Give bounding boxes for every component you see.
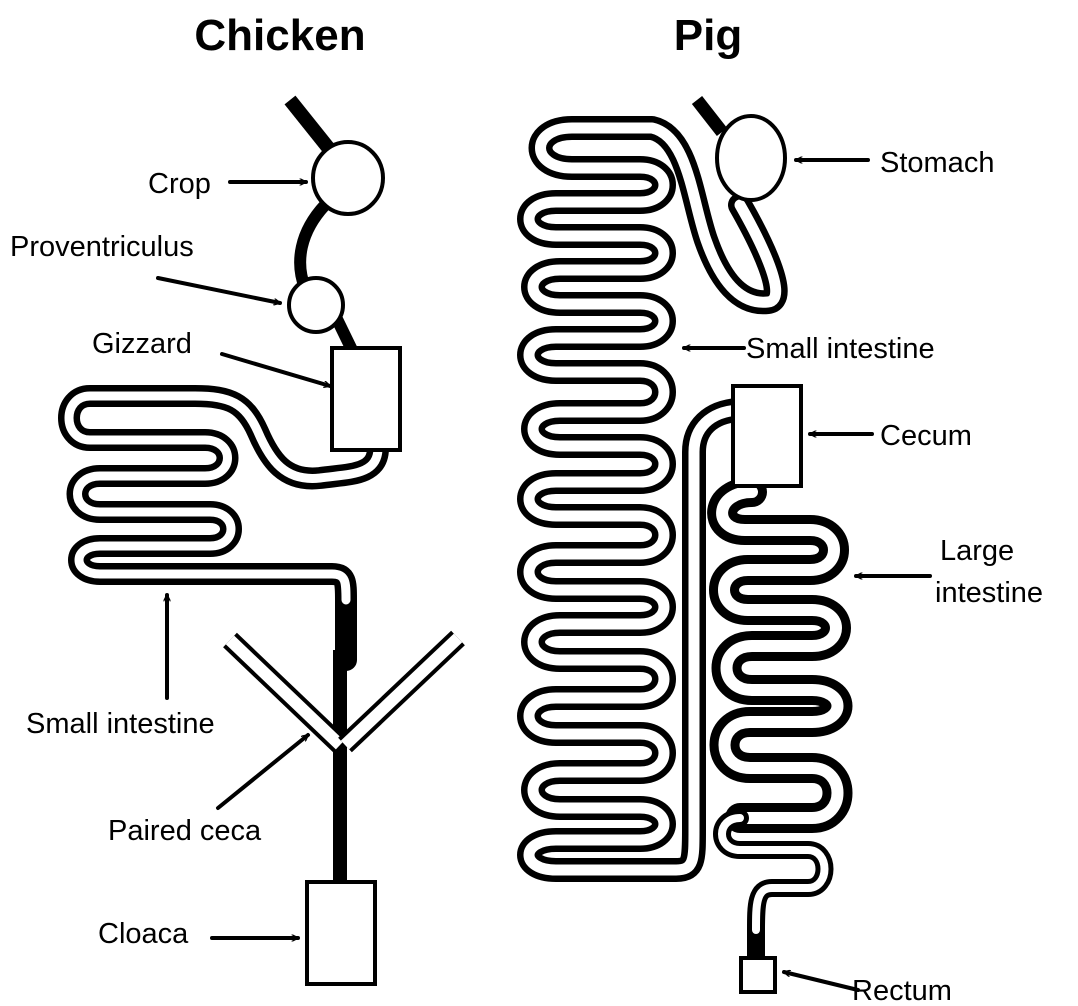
chicken-crop-connector xyxy=(300,205,325,288)
chicken-arrow-proventriculus xyxy=(158,278,280,303)
chicken-label-gizzard: Gizzard xyxy=(92,328,192,360)
pig-label-cecum: Cecum xyxy=(880,420,972,452)
pig-tract xyxy=(529,100,838,992)
pig-arrow-rectum xyxy=(784,972,858,990)
chicken-arrow-gizzard xyxy=(222,354,330,386)
pig-label-large-intestine-line2: intestine xyxy=(935,577,1043,609)
chicken-label-small-intestine: Small intestine xyxy=(26,708,215,740)
pig-label-large-intestine-line1: Large xyxy=(940,535,1014,567)
chicken-arrow-paired-ceca xyxy=(218,735,308,808)
pig-esophagus xyxy=(697,100,722,132)
pig-label-rectum: Rectum xyxy=(852,975,952,1006)
chicken-gizzard xyxy=(332,348,400,450)
pig-large-intestine xyxy=(722,492,838,960)
chicken-cloaca xyxy=(307,882,375,984)
chicken-crop xyxy=(313,142,383,214)
chicken-label-paired-ceca: Paired ceca xyxy=(108,815,262,847)
pig-rectum xyxy=(741,958,775,992)
pig-cecum xyxy=(733,386,801,486)
chicken-title: Chicken xyxy=(194,11,365,60)
pig-stomach xyxy=(717,116,785,200)
chicken-esophagus xyxy=(290,100,330,150)
chicken-proventriculus xyxy=(289,278,343,332)
chicken-label-cloaca: Cloaca xyxy=(98,918,189,950)
pig-title: Pig xyxy=(674,11,742,60)
pig-label-stomach: Stomach xyxy=(880,147,994,179)
pig-label-small-intestine: Small intestine xyxy=(746,333,935,365)
chicken-label-proventriculus: Proventriculus xyxy=(10,231,194,263)
chicken-label-crop: Crop xyxy=(148,168,211,200)
